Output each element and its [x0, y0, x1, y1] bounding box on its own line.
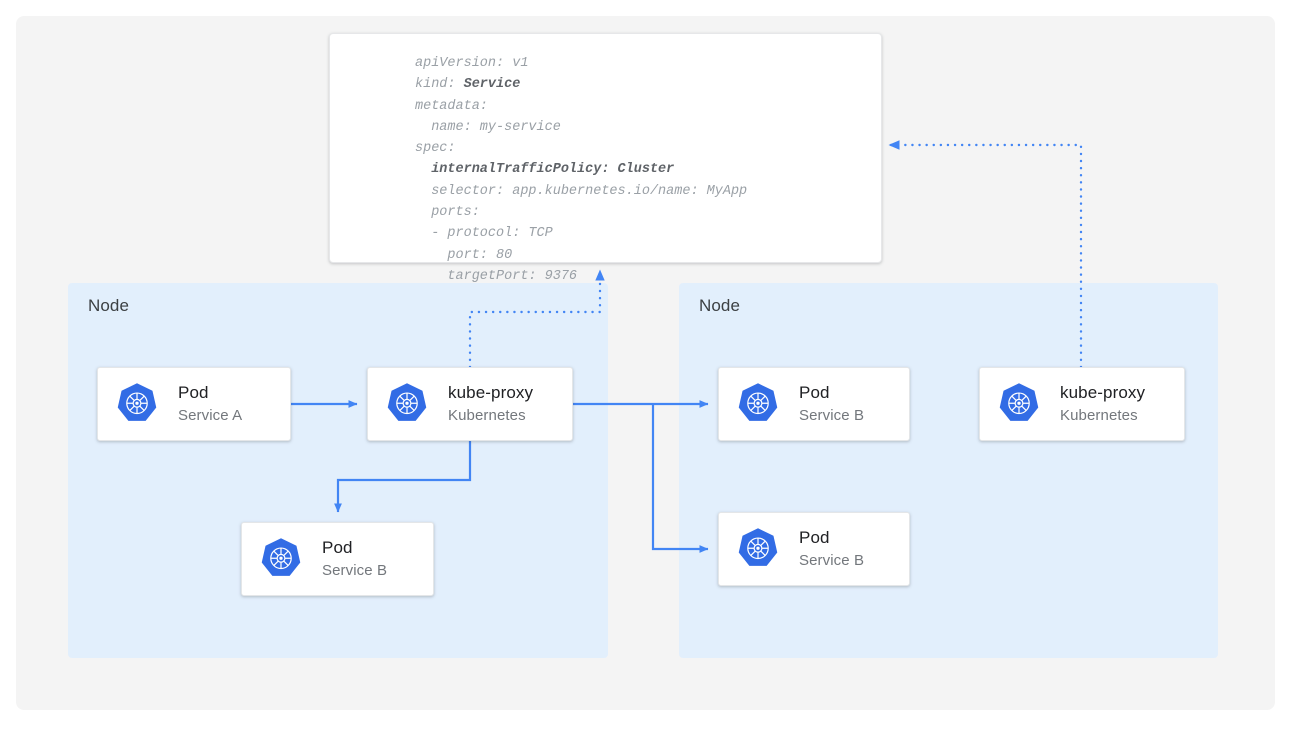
card-text: Pod Service B [799, 528, 864, 569]
kubernetes-icon [258, 536, 304, 582]
service-manifest-card: apiVersion: v1 kind: Service metadata: n… [329, 33, 882, 284]
card-subtitle: Service A [178, 406, 243, 424]
node-label-left: Node [88, 296, 130, 315]
card-text: kube-proxy Kubernetes [1060, 383, 1145, 424]
card-text: Pod Service B [799, 383, 864, 424]
card-text: Pod Service A [178, 383, 242, 424]
card-pod-service-b-right-top[interactable]: Pod Service B [718, 367, 910, 441]
card-kube-proxy-right[interactable]: kube-proxy Kubernetes [979, 367, 1185, 441]
node-container-right: Node [679, 283, 1218, 658]
card-pod-service-a[interactable]: Pod Service A [97, 367, 291, 441]
kubernetes-icon [735, 526, 781, 572]
card-subtitle: Kubernetes [448, 406, 526, 424]
card-title: Pod [322, 538, 353, 558]
card-text: Pod Service B [322, 538, 387, 579]
card-subtitle: Service B [799, 406, 865, 424]
kubernetes-icon [996, 381, 1042, 427]
card-title: Pod [178, 383, 209, 403]
kubernetes-icon [114, 381, 160, 427]
node-container-left: Node [68, 283, 608, 658]
card-title: kube-proxy [448, 383, 534, 403]
card-pod-service-b-right-bottom[interactable]: Pod Service B [718, 512, 910, 586]
card-subtitle: Service B [322, 561, 388, 579]
kubernetes-icon [384, 381, 430, 427]
node-label-right: Node [699, 296, 741, 315]
card-title: kube-proxy [1060, 383, 1146, 403]
card-text: kube-proxy Kubernetes [448, 383, 533, 424]
card-subtitle: Kubernetes [1060, 406, 1138, 424]
card-title: Pod [799, 528, 830, 548]
card-kube-proxy-left[interactable]: kube-proxy Kubernetes [367, 367, 573, 441]
card-subtitle: Service B [799, 551, 865, 569]
card-title: Pod [799, 383, 830, 403]
service-manifest-code: apiVersion: v1 kind: Service metadata: n… [415, 56, 748, 284]
kubernetes-icon [735, 381, 781, 427]
card-pod-service-b-left[interactable]: Pod Service B [241, 522, 434, 596]
